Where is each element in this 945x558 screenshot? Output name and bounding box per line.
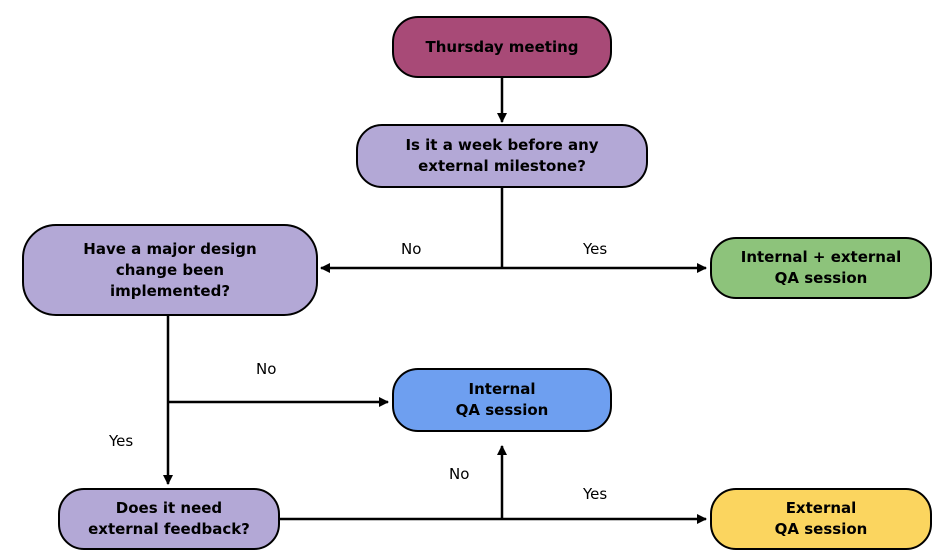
edge-label-milestone-no: No (401, 240, 422, 258)
node-external-feedback-label: Does it need external feedback? (88, 499, 250, 538)
node-internal-external-qa-label: Internal + external QA session (740, 248, 902, 287)
node-week-before-milestone: Is it a week before any external milesto… (356, 124, 648, 188)
node-internal-qa: Internal QA session (392, 368, 612, 432)
node-thursday-meeting: Thursday meeting (392, 16, 612, 78)
node-external-feedback: Does it need external feedback? (58, 488, 280, 550)
node-thursday-meeting-label: Thursday meeting (425, 37, 579, 56)
edge-label-feedback-yes: Yes (583, 485, 608, 503)
node-major-design-change: Have a major design change been implemen… (22, 224, 318, 316)
edge-label-design-no: No (256, 360, 277, 378)
node-major-design-change-label: Have a major design change been implemen… (83, 239, 257, 300)
edge-label-design-yes: Yes (109, 432, 134, 450)
node-internal-qa-label: Internal QA session (455, 380, 549, 419)
node-internal-external-qa: Internal + external QA session (710, 237, 932, 299)
node-external-qa: External QA session (710, 488, 932, 550)
edge-label-feedback-no: No (449, 465, 470, 483)
node-week-before-milestone-label: Is it a week before any external milesto… (405, 136, 599, 175)
node-external-qa-label: External QA session (774, 499, 868, 538)
edge-label-milestone-yes: Yes (583, 240, 608, 258)
